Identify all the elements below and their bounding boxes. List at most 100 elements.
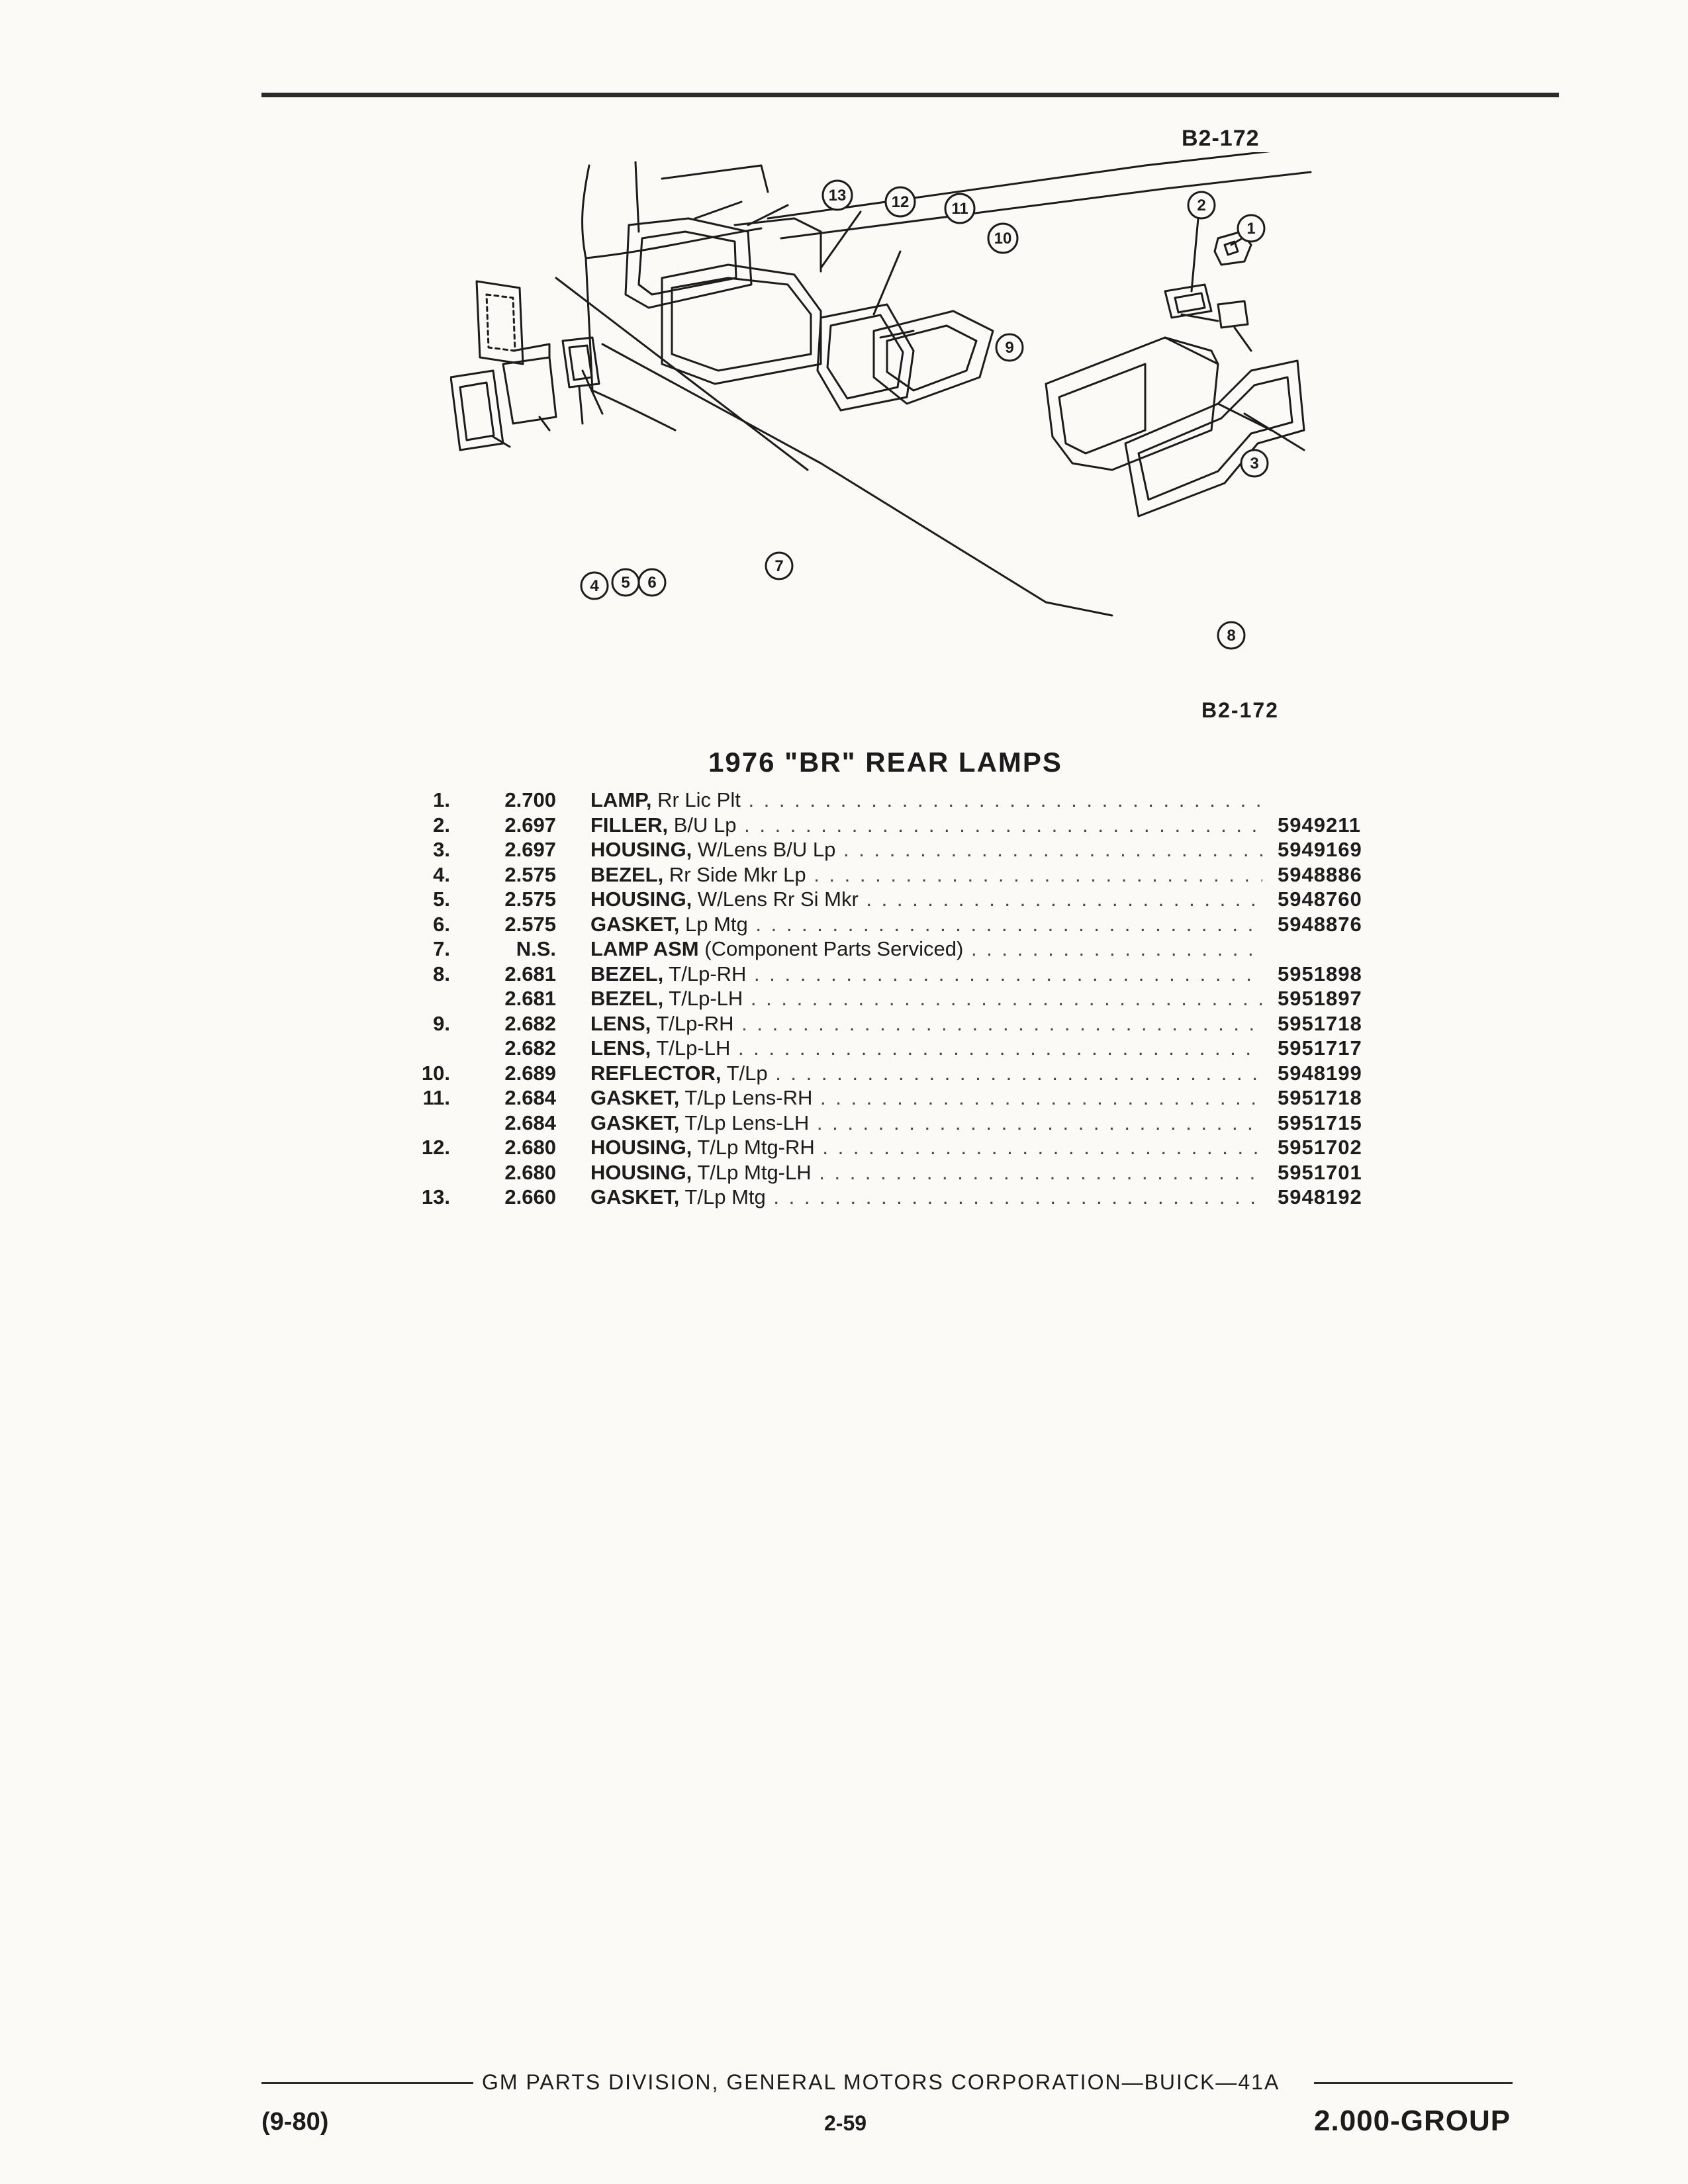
svg-text:1: 1: [1246, 220, 1255, 238]
leader-dots: . . . . . . . . . . . . . . . . . . . . …: [755, 912, 1262, 936]
part-group-number: 2.697: [504, 813, 556, 837]
part-detail: T/Lp-LH: [669, 987, 743, 1010]
part-name: BEZEL,: [590, 862, 664, 886]
leader-dots: . . . . . . . . . . . . . . . . . . . . …: [843, 838, 1262, 861]
figure-id-bottom: B2-172: [1201, 698, 1279, 722]
part-row: 7.N.S.LAMP ASM (Component Parts Serviced…: [397, 936, 1403, 962]
footer-publisher: GM PARTS DIVISION, GENERAL MOTORS CORPOR…: [482, 2070, 1280, 2094]
part-detail: B/U Lp: [673, 813, 737, 837]
top-rule: [261, 93, 1559, 97]
part-name: LAMP,: [590, 788, 652, 811]
part-description: BEZEL, Rr Side Mkr Lp . . . . . . . . . …: [590, 862, 1262, 887]
callout-12: 12: [884, 186, 916, 218]
part-description: HOUSING, T/Lp Mtg-LH . . . . . . . . . .…: [590, 1160, 1262, 1185]
part-number: 5951718: [1278, 1011, 1362, 1035]
part-ref-number: 9.: [433, 1011, 450, 1035]
figure-id-top: B2-172: [1182, 126, 1260, 151]
leader-dots: . . . . . . . . . . . . . . . . . . . . …: [748, 788, 1262, 811]
part-group-number: 2.684: [504, 1111, 556, 1134]
part-description: BEZEL, T/Lp-LH . . . . . . . . . . . . .…: [590, 986, 1262, 1011]
part-ref-number: 12.: [421, 1136, 450, 1159]
part-detail: T/Lp Lens-LH: [684, 1111, 810, 1134]
leader-dots: . . . . . . . . . . . . . . . . . . . . …: [773, 1185, 1262, 1208]
part-description: GASKET, T/Lp Lens-LH . . . . . . . . . .…: [590, 1111, 1262, 1136]
part-name: LAMP ASM: [590, 937, 699, 960]
part-number: 5951898: [1278, 962, 1362, 985]
part-group-number: 2.575: [504, 887, 556, 911]
part-detail: (Component Parts Serviced): [704, 937, 964, 960]
part-ref-number: 8.: [433, 962, 450, 985]
part-ref-number: 1.: [433, 788, 450, 811]
callout-2: 2: [1187, 191, 1216, 220]
part-detail: W/Lens B/U Lp: [697, 838, 836, 861]
footer-date: (9-80): [261, 2108, 329, 2136]
part-name: BEZEL,: [590, 962, 664, 985]
callout-11: 11: [944, 193, 976, 224]
part-name: BEZEL,: [590, 987, 664, 1010]
part-name: GASKET,: [590, 912, 680, 936]
leader-dots: . . . . . . . . . . . . . . . . . . . . …: [820, 1086, 1262, 1109]
svg-text:7: 7: [774, 557, 783, 575]
part-ref-number: 10.: [421, 1061, 450, 1085]
part-number: 5949211: [1278, 813, 1361, 837]
callout-1: 1: [1237, 214, 1266, 243]
leader-dots: . . . . . . . . . . . . . . . . . . . . …: [816, 1111, 1262, 1134]
leader-dots: . . . . . . . . . . . . . . . . . . . . …: [741, 1011, 1262, 1035]
part-group-number: 2.682: [504, 1011, 556, 1035]
footer-rule-left: [261, 2082, 473, 2084]
part-group-number: 2.575: [504, 862, 556, 886]
part-name: HOUSING,: [590, 838, 692, 861]
part-description: FILLER, B/U Lp . . . . . . . . . . . . .…: [590, 813, 1262, 838]
part-detail: T/Lp: [726, 1061, 768, 1085]
svg-text:8: 8: [1227, 627, 1235, 645]
part-detail: T/Lp Mtg: [684, 1185, 766, 1208]
part-description: HOUSING, T/Lp Mtg-RH . . . . . . . . . .…: [590, 1135, 1262, 1160]
leader-dots: . . . . . . . . . . . . . . . . . . . . …: [744, 813, 1262, 837]
callout-9: 9: [995, 333, 1024, 362]
svg-text:6: 6: [647, 574, 656, 592]
part-description: GASKET, T/Lp Lens-RH . . . . . . . . . .…: [590, 1085, 1262, 1111]
part-description: LAMP, Rr Lic Plt . . . . . . . . . . . .…: [590, 788, 1262, 813]
part-group-number: 2.681: [504, 987, 556, 1010]
part-name: HOUSING,: [590, 1160, 692, 1184]
leader-dots: . . . . . . . . . . . . . . . . . . . . …: [754, 962, 1262, 985]
callout-13: 13: [821, 179, 853, 211]
part-number: 5951717: [1278, 1036, 1362, 1060]
part-group-number: 2.684: [504, 1086, 556, 1109]
part-group-number: 2.682: [504, 1036, 556, 1060]
callout-10: 10: [987, 222, 1019, 254]
part-ref-number: 5.: [433, 887, 450, 911]
part-number: 5951702: [1278, 1136, 1362, 1159]
part-detail: Rr Side Mkr Lp: [669, 862, 806, 886]
svg-text:11: 11: [951, 200, 968, 218]
part-number: 5948760: [1278, 887, 1362, 911]
part-detail: Rr Lic Plt: [657, 788, 741, 811]
part-detail: W/Lens Rr Si Mkr: [697, 887, 859, 911]
part-description: LENS, T/Lp-LH . . . . . . . . . . . . . …: [590, 1036, 1262, 1061]
leader-dots: . . . . . . . . . . . . . . . . . . . . …: [814, 862, 1262, 886]
part-group-number: N.S.: [516, 937, 556, 960]
part-row: 2.681 BEZEL, T/Lp-LH . . . . . . . . . . …: [397, 986, 1403, 1011]
part-name: GASKET,: [590, 1111, 680, 1134]
callout-3: 3: [1240, 449, 1269, 478]
svg-text:4: 4: [590, 577, 599, 595]
leader-dots: . . . . . . . . . . . . . . . . . . . . …: [737, 1036, 1262, 1060]
part-description: HOUSING, W/Lens B/U Lp . . . . . . . . .…: [590, 837, 1262, 862]
part-group-number: 2.681: [504, 962, 556, 985]
part-detail: T/Lp-RH: [656, 1011, 734, 1035]
svg-text:3: 3: [1250, 455, 1258, 473]
part-name: HOUSING,: [590, 887, 692, 911]
part-ref-number: 3.: [433, 838, 450, 861]
